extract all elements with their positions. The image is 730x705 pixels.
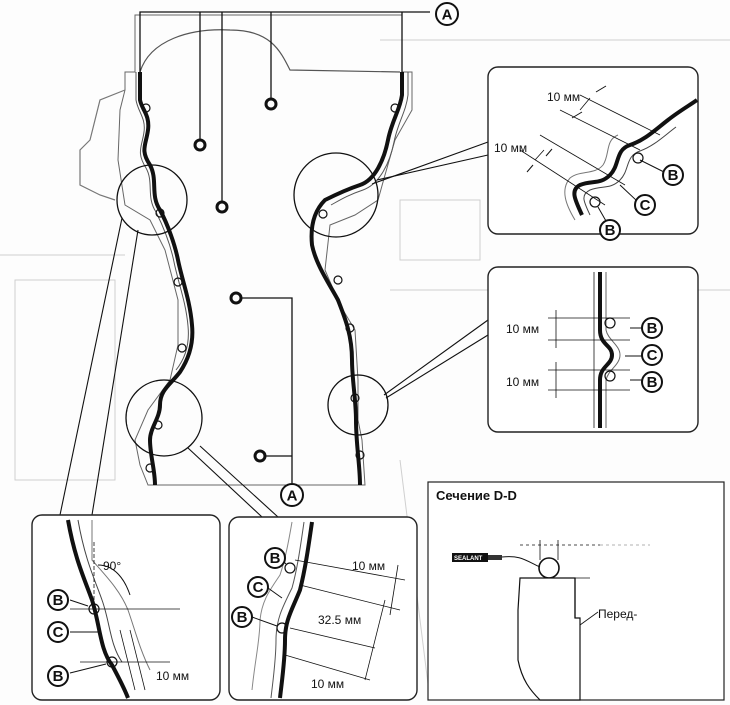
- callout-a-top-label: A: [442, 7, 453, 24]
- mr-label-c: C: [647, 347, 658, 364]
- timing-cover: [79, 14, 413, 486]
- detail-panel-top-right: 10 мм 10 мм B C B: [487, 66, 699, 241]
- callout-a-top: A: [435, 2, 459, 26]
- tr-dim-upper: 10 мм: [547, 90, 580, 104]
- bl-angle: 90°: [103, 559, 121, 573]
- mr-dim-upper: 10 мм: [506, 322, 539, 336]
- section-dd-panel: Сечение D-D SEALANT Перед-: [427, 481, 725, 701]
- detail-panel-bottom-middle: 10 мм 32.5 мм 10 мм B C B: [228, 516, 418, 701]
- bm-dim-mid: 32.5 мм: [318, 613, 361, 627]
- mr-label-b2: B: [647, 374, 658, 391]
- bm-dim-bottom: 10 мм: [311, 677, 344, 691]
- section-front-label: Перед-: [598, 607, 637, 621]
- bm-label-c: C: [253, 579, 264, 596]
- bl-label-c: C: [53, 624, 64, 641]
- section-dd-title: Сечение D-D: [436, 488, 517, 503]
- detail-connectors: [59, 141, 489, 518]
- tr-dim-lower: 10 мм: [494, 141, 527, 155]
- tr-label-c: C: [640, 197, 651, 214]
- tr-label-b1: B: [668, 167, 679, 184]
- detail-panel-bottom-left: 90° 10 мм B C B: [31, 514, 221, 701]
- tr-label-b2: B: [605, 222, 616, 239]
- detail-panel-middle-right: 10 мм 10 мм B C B: [487, 266, 699, 433]
- bm-dim-top: 10 мм: [352, 559, 385, 573]
- a-marker-rings: [193, 97, 278, 463]
- a-leader-lines: [139, 11, 430, 483]
- bm-label-b2: B: [237, 609, 248, 626]
- callout-a-bottom-label: A: [287, 488, 298, 505]
- sealant-tube-label: SEALANT: [454, 556, 483, 562]
- detail-circles: [116, 152, 389, 457]
- bl-dim: 10 мм: [156, 669, 189, 683]
- mr-label-b1: B: [647, 320, 658, 337]
- sealant-tube-icon: SEALANT: [452, 553, 502, 562]
- bl-label-b2: B: [53, 668, 64, 685]
- mr-dim-lower: 10 мм: [506, 375, 539, 389]
- bm-label-b1: B: [270, 550, 281, 567]
- bl-label-b1: B: [53, 592, 64, 609]
- callout-a-bottom: A: [280, 483, 304, 507]
